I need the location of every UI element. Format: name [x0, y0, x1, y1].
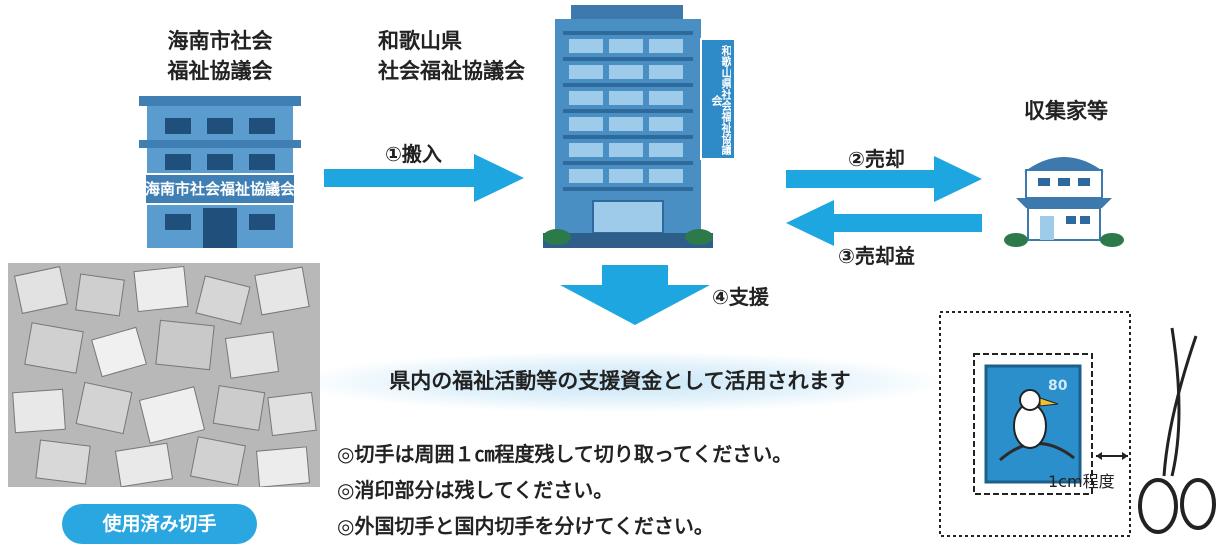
- step4-arrow: [560, 265, 710, 325]
- step3-label: ③売却益: [838, 244, 915, 268]
- kainan-council-label: 海南市社会 福祉協議会: [125, 26, 315, 86]
- margin-label: 1cm程度: [1048, 472, 1115, 491]
- used-stamps-label: 使用済み切手: [62, 504, 257, 544]
- note-item: ◎外国切手と国内切手を分けてください。: [337, 514, 714, 538]
- kainan-label-line2: 福祉協議会: [167, 59, 273, 83]
- step1-arrow: [324, 154, 524, 202]
- step3-arrow: [786, 200, 982, 246]
- collector-house: [1004, 157, 1124, 247]
- step2-arrow: [786, 156, 982, 202]
- pref-label-line2: 社会福祉協議会: [378, 59, 525, 83]
- support-highlight: [300, 352, 940, 412]
- pref-council-building: 和歌山県社会福祉協議会: [543, 5, 743, 248]
- pref-council-label: 和歌山県 社会福祉協議会: [378, 26, 578, 86]
- stamp-value: 80: [1048, 378, 1068, 394]
- collector-label: 収集家等: [1024, 99, 1108, 123]
- step1-label: ①搬入: [385, 142, 442, 166]
- kainan-sign-text: 海南市社会福祉協議会: [145, 180, 296, 198]
- pref-sign-text: 和歌山県社会福祉協議会: [710, 45, 731, 155]
- kainan-label-line1: 海南市社会: [167, 29, 273, 53]
- notes-list: ◎切手は周囲１㎝程度残して切り取ってください。 ◎消印部分は残してください。 ◎…: [337, 436, 937, 544]
- pref-label-line1: 和歌山県: [378, 29, 462, 53]
- note-item: ◎切手は周囲１㎝程度残して切り取ってください。: [337, 442, 793, 466]
- stamp-cutting-illustration: 80 1cm程度: [936, 308, 1221, 548]
- used-stamps-photo: [8, 263, 320, 487]
- note-item: ◎消印部分は残してください。: [337, 478, 614, 502]
- kainan-council-building: 海南市社会福祉協議会: [135, 96, 305, 248]
- step4-label: ④支援: [712, 285, 769, 309]
- step2-label: ②売却: [848, 147, 905, 171]
- support-text: 県内の福祉活動等の支援資金として活用されます: [389, 369, 851, 393]
